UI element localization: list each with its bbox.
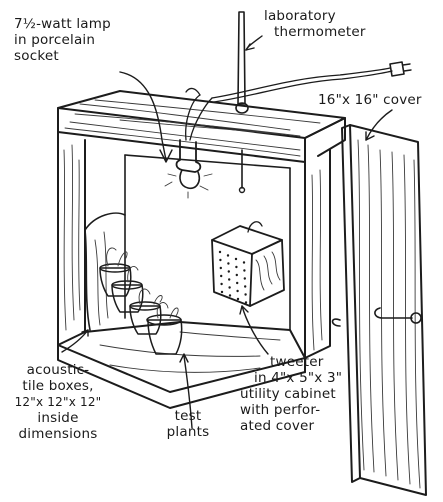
cover-edge bbox=[341, 124, 361, 483]
boxes-label-line-2: tile boxes, bbox=[22, 378, 94, 394]
lamp-label-line-1: 7½-watt lamp bbox=[14, 16, 111, 32]
box-floor-back bbox=[84, 321, 306, 359]
perforation-dot bbox=[243, 277, 246, 280]
test-plants bbox=[99, 247, 183, 355]
plug bbox=[389, 61, 405, 77]
box-ceiling-edge bbox=[124, 154, 291, 169]
pot-4 bbox=[147, 319, 183, 355]
tweeter-label: tweeter in 4"x 5"x 3" utility cabinet wi… bbox=[240, 354, 342, 434]
hook bbox=[374, 307, 413, 319]
boxes-label-line-5: dimensions bbox=[18, 426, 98, 442]
lamp-label-line-3: socket bbox=[14, 48, 59, 64]
pot-2 bbox=[111, 284, 144, 313]
perforation-dot bbox=[244, 293, 247, 296]
perforation-dot bbox=[226, 254, 230, 257]
box-floor-front-edge bbox=[57, 344, 306, 393]
lamp-label: 7½-watt lamp in porcelain socket bbox=[14, 16, 111, 64]
plants-label-line-1: test bbox=[174, 408, 202, 424]
tweeter-label-line-1: tweeter bbox=[270, 354, 324, 370]
thermometer-tube bbox=[237, 11, 246, 105]
perforation-dot bbox=[220, 274, 223, 278]
plants-label: test plants bbox=[158, 408, 218, 440]
cabinet-wire bbox=[247, 221, 263, 233]
lamp-bulb bbox=[179, 169, 201, 190]
thermometer bbox=[235, 11, 249, 194]
lamp-socket bbox=[175, 139, 202, 173]
box-right-wall bbox=[304, 149, 331, 359]
plants-label-line-2: plants bbox=[166, 424, 210, 440]
tweeter-cabinet bbox=[211, 221, 285, 307]
tweeter-arrow bbox=[241, 305, 269, 355]
plants-arrow bbox=[183, 355, 193, 429]
leader-lines bbox=[61, 35, 393, 429]
boxes-label-line-3: 12"x 12"x 12" bbox=[14, 395, 102, 409]
box-top-side-edge bbox=[304, 117, 346, 157]
perforation-dot bbox=[236, 281, 239, 285]
perforation-dot bbox=[219, 258, 222, 262]
perforation-dot bbox=[219, 266, 222, 270]
thermometer-label-line-1: laboratory bbox=[264, 8, 336, 24]
boxes-label: acoustic- tile boxes, 12"x 12"x 12" insi… bbox=[4, 362, 112, 442]
cover-label-text: 16"x 16" cover bbox=[318, 92, 422, 108]
perforation-dot bbox=[243, 269, 246, 272]
lamp-arrow bbox=[119, 71, 167, 161]
box-top-front-edge bbox=[57, 107, 306, 163]
pot-1 bbox=[99, 267, 132, 297]
power-cord bbox=[211, 61, 412, 103]
lamp-label-line-2: in porcelain bbox=[14, 32, 96, 48]
pot-3 bbox=[129, 305, 162, 335]
acoustic-tile-box bbox=[57, 90, 346, 409]
perforation-dot bbox=[227, 262, 230, 265]
perforation-dot bbox=[236, 297, 240, 301]
perforations bbox=[218, 250, 248, 304]
cover-arrow bbox=[365, 109, 393, 141]
tweeter-label-line-5: ated cover bbox=[240, 418, 315, 434]
tweeter-label-line-2: in 4"x 5"x 3" bbox=[254, 370, 343, 386]
box-top-face bbox=[57, 90, 346, 139]
perforation-dot bbox=[218, 250, 222, 254]
thermometer-label: laboratory thermometer bbox=[264, 8, 366, 40]
box-bottom-thickness bbox=[57, 344, 306, 409]
cover-label: 16"x 16" cover bbox=[318, 92, 422, 108]
cabinet-side bbox=[249, 239, 285, 307]
cover-panel bbox=[331, 124, 427, 496]
box-left-wall-outer bbox=[57, 131, 86, 346]
boxes-label-line-1: acoustic- bbox=[26, 362, 90, 378]
eye bbox=[410, 312, 422, 324]
lamp bbox=[164, 87, 213, 199]
tweeter-label-line-4: with perfor- bbox=[240, 402, 321, 418]
boxes-arrow bbox=[61, 329, 89, 353]
boxes-label-line-4: inside bbox=[37, 410, 79, 426]
cover-face bbox=[349, 124, 427, 496]
perforation-dot bbox=[242, 261, 246, 264]
perforation-dot bbox=[228, 278, 231, 281]
perforation-dot bbox=[235, 273, 238, 277]
perforation-dot bbox=[220, 290, 224, 294]
perforation-dot bbox=[235, 265, 238, 269]
perforation-dot bbox=[228, 286, 231, 289]
perforation-dot bbox=[236, 289, 239, 293]
perforation-dot bbox=[227, 270, 230, 273]
tweeter-label-line-3: utility cabinet bbox=[240, 386, 336, 402]
perforation-dot bbox=[234, 257, 238, 261]
cutaway-edge bbox=[84, 212, 126, 331]
perforation-dot bbox=[220, 282, 223, 286]
perforation-dot bbox=[228, 294, 232, 297]
cabinet-front bbox=[211, 239, 253, 307]
cabinet-top bbox=[211, 225, 283, 255]
thermometer-label-line-2: thermometer bbox=[274, 24, 366, 40]
perforation-dot bbox=[244, 301, 248, 304]
lamp-wires bbox=[185, 94, 213, 141]
perforation-dot bbox=[244, 285, 247, 288]
